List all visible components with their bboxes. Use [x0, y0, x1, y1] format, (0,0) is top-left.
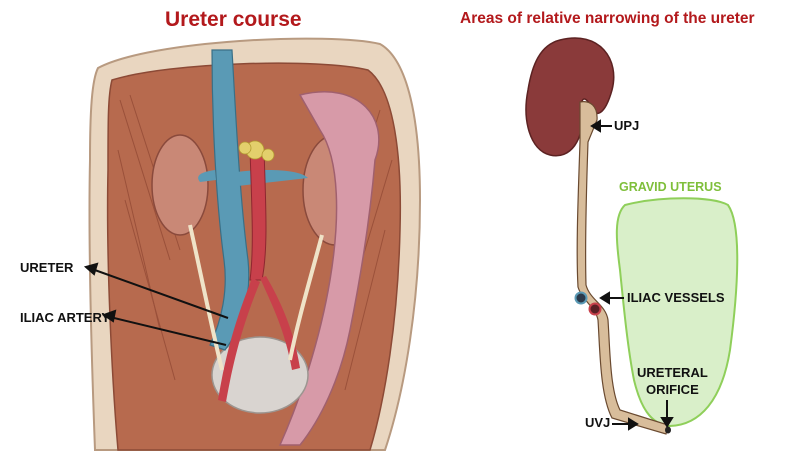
kidney-left: [151, 134, 209, 236]
iliac-vessels-arrowhead: [599, 291, 610, 305]
iliac-vessels-label: ILIAC VESSELS: [627, 290, 725, 305]
bladder: [211, 336, 309, 414]
ureter-arrowhead: [83, 262, 99, 276]
ureter-tube: [576, 101, 669, 435]
ureter-right: [288, 234, 324, 361]
ureteral-orifice-label: URETERAL ORIFICE: [637, 364, 708, 398]
renal-vein-left: [198, 170, 216, 182]
ureter-arrow-line: [91, 268, 229, 319]
left-arrows: [83, 262, 229, 346]
orifice-arrowhead: [660, 417, 674, 428]
iliac-artery-label: ILIAC ARTERY: [20, 310, 111, 325]
nerves: [238, 140, 275, 162]
colon: [278, 91, 380, 446]
ureteral-orifice-dot: [665, 426, 671, 434]
kidney: [525, 37, 615, 157]
ureteral-orifice-line2: ORIFICE: [646, 382, 699, 397]
right-panel-title: Areas of relative narrowing of the urete…: [460, 10, 755, 27]
iliac-vein-circle: [574, 291, 588, 305]
anatomy-illustration: [88, 37, 422, 451]
ureteral-orifice-line1: URETERAL: [637, 365, 708, 380]
iliac-artery-circle: [588, 302, 602, 316]
upj-arrowhead: [590, 119, 601, 133]
uvj-label: UVJ: [585, 415, 611, 430]
iliac-artery-right: [260, 276, 300, 370]
uvj-arrowhead: [628, 417, 639, 431]
upj-label: UPJ: [614, 118, 640, 133]
gravid-uterus: [615, 197, 739, 428]
iliac-artery-left: [218, 278, 260, 402]
left-panel-title: Ureter course: [165, 8, 302, 31]
aorta: [249, 149, 267, 281]
ureter-left: [188, 224, 224, 371]
ureter-label: URETER: [20, 260, 74, 275]
gravid-uterus-label: GRAVID UTERUS: [619, 180, 722, 194]
iliac-artery-arrowhead: [101, 309, 117, 323]
iliac-artery-arrow-line: [109, 316, 227, 346]
inferior-vena-cava: [209, 49, 250, 351]
right-arrows: [590, 119, 674, 431]
